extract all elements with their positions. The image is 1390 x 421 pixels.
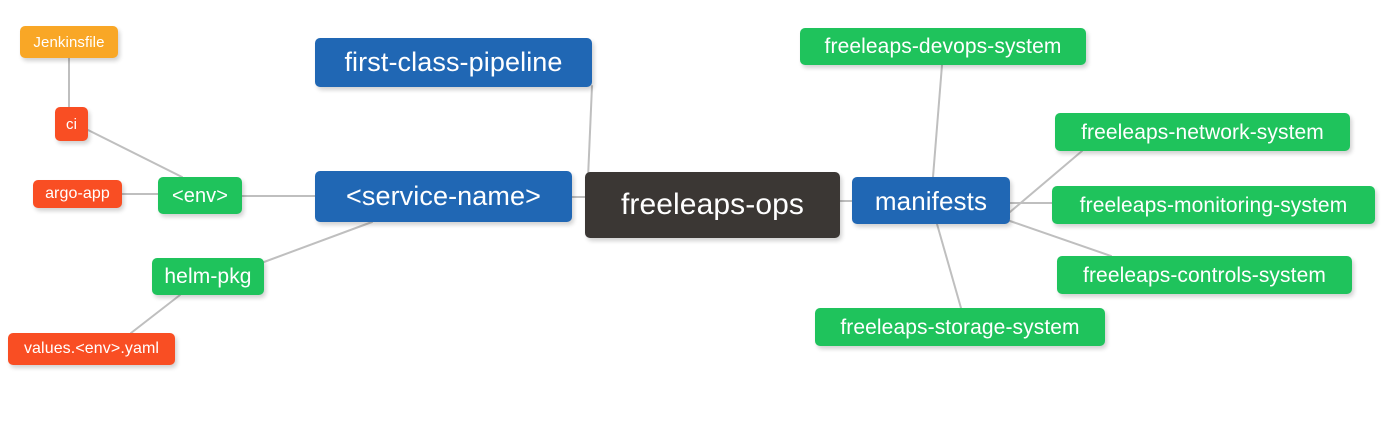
node-label-env: <env>: [171, 184, 229, 207]
node-argo-app[interactable]: argo-app: [33, 180, 122, 208]
node-manifests[interactable]: manifests: [852, 177, 1010, 224]
node-values-env-yaml[interactable]: values.<env>.yaml: [8, 333, 175, 365]
edge-manifests-to-freeleaps-storage-system: [936, 223, 962, 309]
node-freeleaps-ops[interactable]: freeleaps-ops: [585, 172, 840, 238]
node-label-service-name: <service-name>: [346, 181, 541, 211]
node-service-name[interactable]: <service-name>: [315, 171, 572, 222]
node-helm-pkg[interactable]: helm-pkg: [152, 258, 264, 295]
node-freeleaps-controls-system[interactable]: freeleaps-controls-system: [1057, 256, 1352, 294]
node-label-freeleaps-storage-system: freeleaps-storage-system: [840, 315, 1080, 339]
node-label-argo-app: argo-app: [45, 185, 110, 202]
node-label-freeleaps-controls-system: freeleaps-controls-system: [1083, 263, 1326, 287]
edge-freeleaps-ops-to-first-class-pipeline: [587, 85, 593, 179]
node-ci[interactable]: ci: [55, 107, 88, 141]
node-freeleaps-devops-system[interactable]: freeleaps-devops-system: [800, 28, 1086, 65]
edge-helm-pkg-to-values-env-yaml: [130, 294, 181, 334]
node-label-ci: ci: [65, 115, 78, 133]
node-label-freeleaps-devops-system: freeleaps-devops-system: [824, 35, 1062, 58]
node-label-helm-pkg: helm-pkg: [164, 265, 252, 288]
edge-manifests-to-freeleaps-devops-system: [932, 64, 943, 178]
node-label-freeleaps-ops: freeleaps-ops: [620, 188, 805, 221]
node-freeleaps-monitoring-system[interactable]: freeleaps-monitoring-system: [1052, 186, 1375, 224]
node-jenkinsfile[interactable]: Jenkinsfile: [20, 26, 118, 58]
node-freeleaps-network-system[interactable]: freeleaps-network-system: [1055, 113, 1350, 151]
node-label-freeleaps-network-system: freeleaps-network-system: [1081, 120, 1324, 144]
node-label-jenkinsfile: Jenkinsfile: [33, 33, 105, 51]
node-env[interactable]: <env>: [158, 177, 242, 214]
edge-env-to-ci: [87, 129, 183, 178]
node-freeleaps-storage-system[interactable]: freeleaps-storage-system: [815, 308, 1105, 346]
node-label-manifests: manifests: [874, 185, 988, 216]
node-label-freeleaps-monitoring-system: freeleaps-monitoring-system: [1079, 193, 1348, 217]
edge-manifests-to-freeleaps-controls-system: [1009, 220, 1112, 257]
node-label-first-class-pipeline: first-class-pipeline: [344, 47, 563, 77]
node-first-class-pipeline[interactable]: first-class-pipeline: [315, 38, 592, 87]
node-label-values-env-yaml: values.<env>.yaml: [23, 340, 160, 357]
edge-service-name-to-helm-pkg: [263, 221, 373, 263]
